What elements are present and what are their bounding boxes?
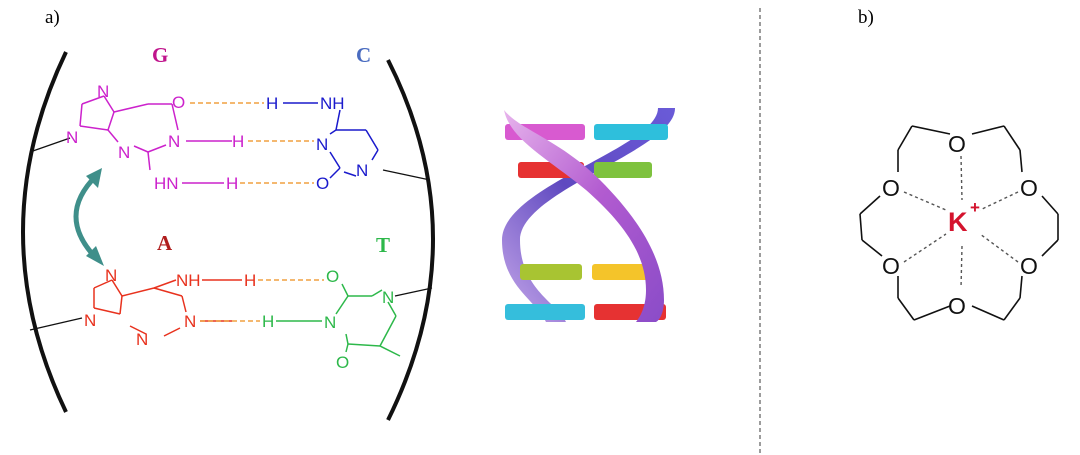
- base-label-c: C: [356, 43, 371, 67]
- panel-label-b: b): [858, 7, 874, 28]
- a-atom-h: H: [244, 271, 256, 290]
- adenine-molecule: [93, 279, 242, 337]
- g-atom-n3: N: [118, 143, 130, 162]
- helix-rung-3-left: [520, 264, 582, 280]
- helix-rung-2-right: [594, 162, 652, 178]
- potassium-cation: K: [948, 207, 968, 237]
- panel-label-a: a): [45, 7, 60, 28]
- t-atom-o2: O: [336, 353, 349, 372]
- cytosine-molecule: [283, 102, 379, 179]
- potassium-charge: +: [970, 198, 980, 217]
- t-atom-n2: N: [324, 313, 336, 332]
- gc-hydrogen-bonds: [190, 102, 314, 184]
- backbone-line-g: [29, 137, 71, 153]
- crown-oxygen-bottom: O: [948, 293, 966, 319]
- g-atom-o: O: [172, 93, 185, 112]
- swap-arrow: [73, 174, 98, 260]
- a-atom-n3: N: [136, 330, 148, 349]
- c-atom-nh: NH: [320, 94, 345, 113]
- t-atom-o1: O: [326, 267, 339, 286]
- g-atom-h1: H: [232, 132, 244, 151]
- c-atom-h: H: [266, 94, 278, 113]
- crown-oxygen-upper-left: O: [882, 175, 900, 201]
- guanine-molecule: [79, 95, 232, 184]
- crown-oxygen-lower-left: O: [882, 253, 900, 279]
- helix-rung-4-left: [505, 304, 585, 320]
- g-atom-hn: HN: [154, 174, 179, 193]
- crown-oxygen-lower-right: O: [1020, 253, 1038, 279]
- t-atom-n1: N: [382, 288, 394, 307]
- t-atom-h: H: [262, 312, 274, 331]
- helix-rung-3-right: [592, 264, 654, 280]
- a-atom-n4: N: [184, 312, 196, 331]
- backbone-line-c: [382, 169, 431, 181]
- a-atom-n1: N: [105, 266, 117, 285]
- left-bracket: [21, 51, 68, 413]
- c-atom-o: O: [316, 174, 329, 193]
- swap-arrow-head-top: [86, 168, 102, 188]
- right-bracket: [386, 59, 435, 421]
- g-atom-n4: N: [168, 132, 180, 151]
- swap-arrow-head-bottom: [86, 246, 104, 266]
- thymine-molecule: [276, 283, 401, 357]
- backbone-line-t: [394, 287, 433, 297]
- c-atom-n1: N: [316, 135, 328, 154]
- a-atom-n2: N: [84, 311, 96, 330]
- crown-oxygen-upper-right: O: [1020, 175, 1038, 201]
- crown-oxygen-top: O: [948, 131, 966, 157]
- at-hydrogen-bonds: [200, 279, 324, 322]
- base-label-t: T: [376, 233, 390, 257]
- g-atom-n1: N: [97, 82, 109, 101]
- c-atom-n2: N: [356, 161, 368, 180]
- coordination-bonds: [903, 155, 1019, 289]
- a-atom-nh: NH: [176, 271, 201, 290]
- base-label-g: G: [152, 43, 168, 67]
- g-atom-n2: N: [66, 128, 78, 147]
- helix-rung-1-right: [594, 124, 668, 140]
- g-atom-h2: H: [226, 174, 238, 193]
- crown-ether-ring: [859, 125, 1059, 321]
- backbone-line-a: [29, 317, 83, 331]
- dna-helix-icon: [502, 108, 676, 322]
- base-label-a: A: [157, 231, 173, 255]
